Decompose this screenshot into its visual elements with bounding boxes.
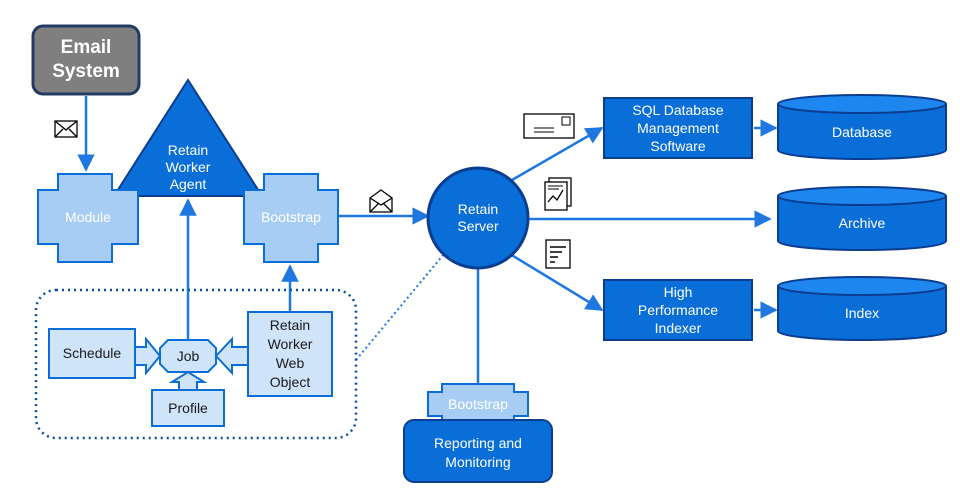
- index-cylinder: [777, 276, 947, 341]
- server-to-sql-arrow: [511, 126, 604, 182]
- profile-to-job-arrow: [168, 370, 208, 391]
- webobject-to-job-arrow: [214, 336, 249, 376]
- archive-cylinder: [777, 186, 947, 251]
- sql-dbms-node: [603, 97, 753, 159]
- worker-group-boundary: [34, 288, 358, 440]
- envelope-open-icon: [369, 189, 393, 213]
- web-object-node: [247, 311, 333, 397]
- letter-icon: [523, 113, 575, 139]
- agent-bootstrap-node: [243, 173, 339, 263]
- module-node: [37, 173, 139, 263]
- connectors: [77, 96, 778, 392]
- schedule-to-job-arrow: [134, 336, 162, 376]
- email-system-node: [31, 24, 141, 96]
- job-node: [159, 339, 217, 373]
- group-to-server-dotted-line: [355, 253, 445, 361]
- agent-triangle-node: [112, 78, 264, 197]
- reporting-node: [403, 419, 553, 483]
- envelope-icon: [54, 120, 78, 138]
- indexer-node: [603, 279, 753, 341]
- profile-node: [151, 389, 225, 427]
- retain-server-node: [426, 166, 530, 270]
- database-cylinder: [777, 94, 947, 160]
- schedule-node: [48, 328, 136, 379]
- server-to-indexer-arrow: [509, 252, 604, 312]
- index-document-icon: [545, 239, 571, 269]
- reporting-bootstrap-node: [427, 383, 529, 425]
- chart-document-icon: [544, 177, 572, 211]
